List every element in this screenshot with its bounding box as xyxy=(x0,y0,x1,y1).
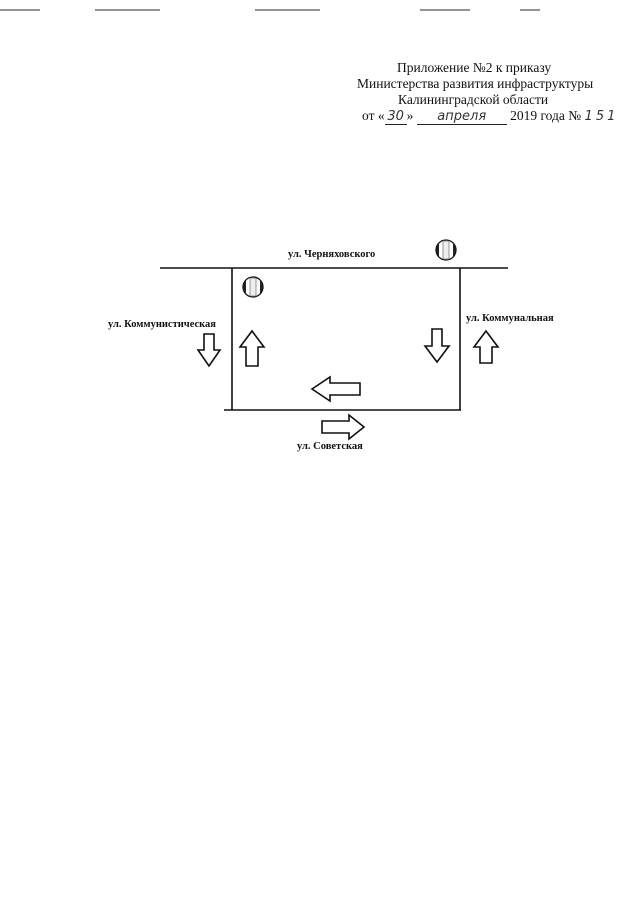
arrow-down-icon xyxy=(423,328,451,364)
date-mid: » xyxy=(406,108,414,123)
header-line-ministry: Министерства развития инфраструктуры xyxy=(357,76,594,91)
street-label-kommunisticheskaya: ул. Коммунистическая xyxy=(108,319,216,330)
date-day-handwritten: 30 xyxy=(384,110,407,125)
arrow-left-icon xyxy=(310,375,361,403)
header-line-region: Калининградской области xyxy=(398,92,549,107)
street-label-kommunalnaya: ул. Коммунальная xyxy=(466,313,554,324)
order-header: Приложение №2 к приказу Министерства раз… xyxy=(340,60,620,125)
traffic-light-icon xyxy=(435,239,457,261)
order-number-handwritten: 151 xyxy=(584,109,619,124)
arrow-up-icon xyxy=(472,329,500,364)
street-label-chernyakhovskogo: ул. Черняховского xyxy=(288,249,376,260)
date-month-handwritten: апреля xyxy=(416,110,507,125)
date-prefix: от « xyxy=(362,108,385,123)
date-suffix: 2019 года № xyxy=(510,108,582,123)
street-label-sovetskaya: ул. Советская xyxy=(297,441,363,452)
scan-edge xyxy=(0,0,640,11)
arrow-down-icon xyxy=(196,333,222,368)
arrow-right-icon xyxy=(321,413,366,441)
traffic-light-icon xyxy=(242,276,264,298)
header-line-appendix: Приложение №2 к приказу xyxy=(397,60,552,75)
arrow-up-icon xyxy=(238,329,266,367)
header-line-date: от «30» апреля 2019 года № 151 xyxy=(340,108,620,125)
